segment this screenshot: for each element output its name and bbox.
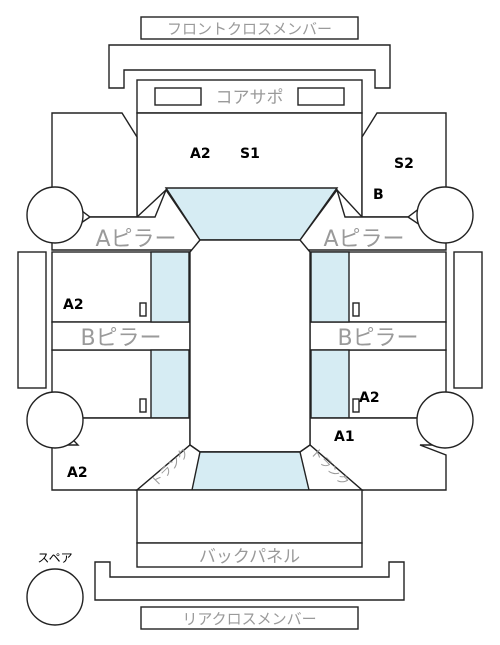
damage-mark-front-right-b: B [373,187,384,203]
damage-mark-front-right-s2: S2 [394,156,414,172]
rear-cross-member-label: リアクロスメンバー [182,610,316,628]
right-front-tire [416,186,474,244]
left-a-pillar-label: Aピラー [95,227,176,252]
right-headlight [297,87,345,106]
right-front-fender [361,112,447,218]
damage-mark-right-rear-a1: A1 [334,429,355,445]
damage-mark-right-rear-door-a2: A2 [359,390,380,406]
front-cross-member-box [140,16,359,40]
back-panel-box [136,542,363,568]
left-side-sill [17,251,47,389]
rear-bumper-bracket [94,561,405,601]
roof [189,239,311,453]
left-b-pillar-bar [51,321,191,351]
right-b-pillar-label: Bピラー [337,326,418,351]
left-front-tire [26,186,84,244]
damage-mark-left-rear-a2: A2 [67,465,88,481]
right-side-sill [453,251,483,389]
left-b-pillar-label: Bピラー [80,326,161,351]
left-rear-door-handle [139,398,147,413]
damage-mark-left-door-a2: A2 [63,297,84,313]
right-front-window [310,251,350,323]
left-rear-tire [26,391,84,449]
right-a-pillar-label: Aピラー [323,227,404,252]
core-support-label: コアサポ [216,88,284,108]
back-panel-label: バックパネル [199,547,300,567]
spare-tire-label: スペア [37,551,72,565]
rear-cross-member-box [140,606,359,630]
front-bumper-bracket [108,44,391,89]
right-rear-door-handle [352,398,360,413]
spare-tire [26,568,84,626]
rear-window [191,451,310,491]
rear-section [136,489,363,544]
right-rear-window [310,349,350,419]
damage-mark-front-s1: S1 [240,146,260,162]
damage-mark-front-a2: A2 [190,146,211,162]
right-b-pillar-bar [309,321,447,351]
left-rear-window [150,349,190,419]
right-rear-tire [416,391,474,449]
left-front-window [150,251,190,323]
front-cross-member-label: フロントクロスメンバー [167,20,332,38]
left-headlight [154,87,202,106]
left-front-door-handle [139,302,147,317]
right-front-door-handle [352,302,360,317]
